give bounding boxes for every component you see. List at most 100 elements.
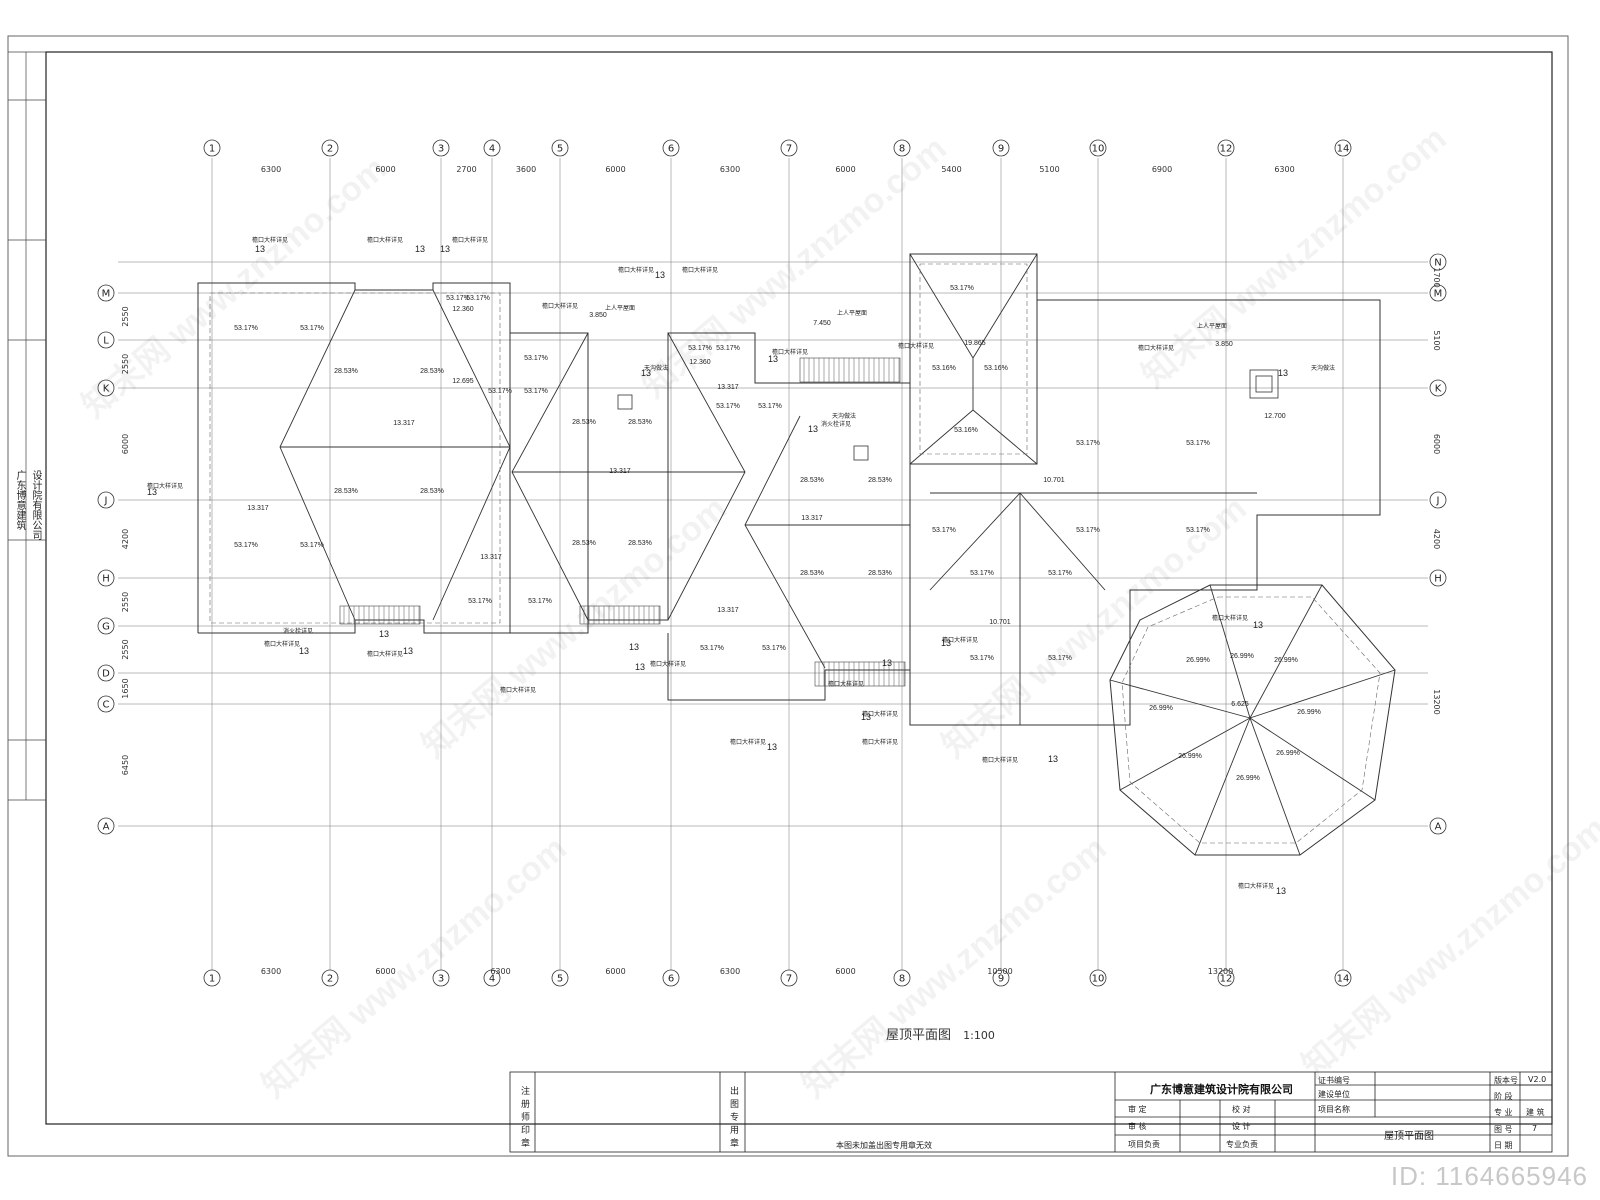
- elevation-label: 3.850: [589, 312, 607, 319]
- slope-label: 26.99%: [1230, 653, 1254, 660]
- roof-hatches: [617, 369, 1279, 461]
- grid-bubble: [662, 139, 680, 157]
- approve-label: 审 定: [1128, 1105, 1147, 1114]
- right-dimension: 1700: [1432, 267, 1441, 287]
- note-label: 檐口大样详见: [147, 482, 183, 490]
- sidebar-company-name-2: 设计院有限公司: [28, 470, 43, 540]
- note-label: 檐口大样详见: [828, 680, 864, 688]
- detail-reference: 13: [403, 646, 413, 656]
- slope-label: 53.17%: [932, 527, 956, 534]
- sidebar-frame: [8, 51, 46, 801]
- grid-bubble-label: 3: [438, 974, 444, 985]
- elevation-label: 19.865: [964, 340, 986, 347]
- slope-label: 53.17%: [700, 645, 724, 652]
- grid-bubble: [551, 139, 569, 157]
- slope-label: 26.99%: [1236, 775, 1260, 782]
- gutter-lines: [209, 263, 1381, 844]
- grid-bubble-label: A: [1435, 822, 1442, 833]
- major-value: 建 筑: [1526, 1108, 1545, 1117]
- grid-bubble-label: 7: [786, 144, 792, 155]
- major-label: 专 业: [1494, 1108, 1513, 1117]
- grid-bubble-label: 1: [209, 144, 215, 155]
- slope-label: 53.17%: [300, 542, 324, 549]
- note-label: 檐口大样详见: [772, 348, 808, 356]
- title-block-company: 广东博意建筑设计院有限公司: [1150, 1083, 1293, 1096]
- detail-reference: 13: [635, 662, 645, 672]
- client-label: 建设单位: [1318, 1090, 1350, 1099]
- grid-bubble-label: M: [1434, 289, 1443, 300]
- inner-frame: [45, 51, 1553, 1125]
- bottom-dimension: 13200: [1208, 967, 1233, 976]
- elevation-label: 12.695: [452, 378, 474, 385]
- note-label: 檐口大样详见: [500, 686, 536, 694]
- grid-bubble-label: M: [102, 289, 111, 300]
- outer-frame: [7, 35, 1569, 1157]
- slope-label: 28.53%: [628, 419, 652, 426]
- slope-label: 53.16%: [932, 365, 956, 372]
- version-value: V2.0: [1528, 1075, 1547, 1084]
- slope-label: 28.53%: [420, 368, 444, 375]
- slope-label: 53.17%: [1186, 440, 1210, 447]
- grid-bubble-label: 2: [327, 974, 333, 985]
- left-dimension: 2550: [121, 639, 130, 659]
- project-label: 项目名称: [1318, 1105, 1350, 1114]
- slope-label: 28.53%: [420, 488, 444, 495]
- grid-bubble: [893, 969, 911, 987]
- stair-steps: [343, 358, 905, 686]
- grid-bubble-label: 5: [557, 974, 563, 985]
- elevation-label: 12.360: [452, 306, 474, 313]
- slope-label: 53.16%: [954, 427, 978, 434]
- grid-bubble: [1429, 253, 1447, 271]
- drawing-title: 屋顶平面图 1:100: [886, 1024, 995, 1043]
- bottom-dimension: 10500: [987, 967, 1012, 976]
- slope-label: 53.17%: [758, 403, 782, 410]
- note-label: 檐口大样详见: [730, 738, 766, 746]
- grid-bubble: [551, 969, 569, 987]
- building-outline: [197, 253, 1396, 856]
- detail-reference: 13: [655, 270, 665, 280]
- detail-reference: 13: [767, 742, 777, 752]
- top-dimension: 6000: [605, 165, 625, 174]
- company-line2: 设计院有限公司: [30, 470, 41, 540]
- grid-bubble: [1429, 491, 1447, 509]
- date-label: 日 期: [1494, 1141, 1513, 1150]
- top-dimension: 5400: [941, 165, 961, 174]
- grid-bubble: [97, 817, 115, 835]
- slope-labels: 53.17% 53.17% 28.53% 28.53% 28.53% 28.53% 53.1…: [234, 285, 1321, 782]
- slope-label: 26.99%: [1297, 709, 1321, 716]
- cert-no-label: 证书编号: [1318, 1076, 1350, 1085]
- discipline-lead-label: 专业负责: [1226, 1140, 1258, 1149]
- elevation-label: 13.317: [801, 515, 823, 522]
- elevation-label: 12.360: [689, 359, 711, 366]
- slope-label: 28.53%: [572, 419, 596, 426]
- grid-bubble-label: G: [102, 622, 110, 633]
- right-dimension: 4200: [1432, 529, 1441, 549]
- detail-reference: 13: [299, 646, 309, 656]
- grid-bubble-label: 14: [1337, 144, 1350, 155]
- grid-bubble: [321, 139, 339, 157]
- title-text: 屋顶平面图: [886, 1028, 952, 1043]
- grid-bubble-label: 7: [786, 974, 792, 985]
- grid-bubble: [432, 139, 450, 157]
- grid-bubble-label: H: [102, 574, 110, 585]
- slope-label: 53.17%: [524, 388, 548, 395]
- right-dimension: 5100: [1432, 330, 1441, 350]
- note-labels: 檐口大样详见檐口大样详见檐口大样详见檐口大样详见檐口大样详见檐口大样详见檐口大样…: [147, 236, 1335, 896]
- elevation-label: 13.317: [247, 505, 269, 512]
- slope-label: 28.53%: [334, 368, 358, 375]
- grid-bubble: [1089, 139, 1107, 157]
- detail-reference: 13: [415, 244, 425, 254]
- grid-bubble: [1334, 969, 1352, 987]
- grid-bubble: [893, 139, 911, 157]
- note-label: 檐口大样详见: [252, 236, 288, 244]
- slope-label: 28.53%: [868, 477, 892, 484]
- grid-bubble: [97, 331, 115, 349]
- grid-bubble: [780, 139, 798, 157]
- slope-label: 53.17%: [970, 655, 994, 662]
- grid-bubble-label: J: [1436, 496, 1440, 507]
- company-line1: 广东博意建筑: [14, 470, 25, 530]
- slope-label: 26.99%: [1149, 705, 1173, 712]
